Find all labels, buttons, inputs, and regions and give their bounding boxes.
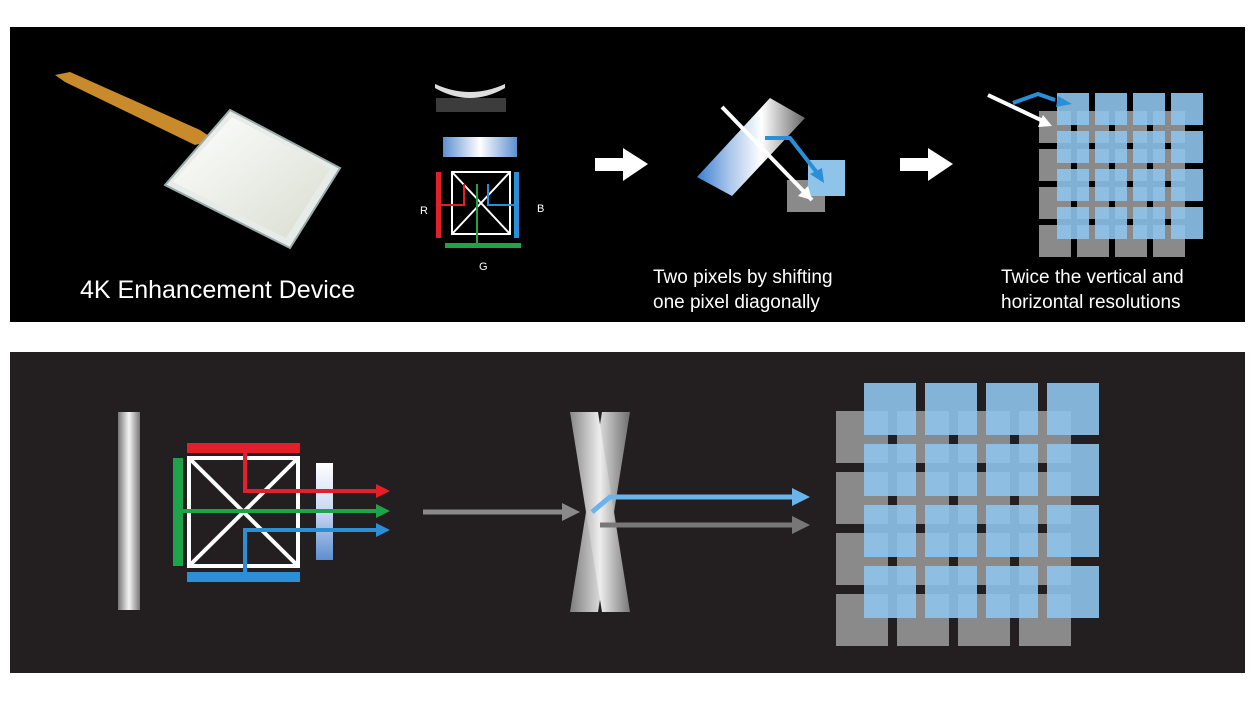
blue-pixel: [986, 505, 1038, 557]
blue-pixel: [1057, 131, 1089, 163]
prism-label-red: R: [420, 205, 428, 217]
blue-pixel: [1095, 93, 1127, 125]
blue-pixel: [1047, 505, 1099, 557]
blue-pixel: [1133, 169, 1165, 201]
resolution-grid-bottom: [836, 383, 1099, 646]
prism-label-green: G: [479, 261, 488, 273]
blue-pixel: [986, 444, 1038, 496]
lens-element: [118, 412, 140, 610]
step3-caption-line2: horizontal resolutions: [1001, 292, 1181, 313]
blue-pixel: [925, 444, 977, 496]
blue-pixel: [1047, 444, 1099, 496]
arrow-right-icon: [595, 148, 648, 181]
blue-pixel: [1047, 566, 1099, 618]
blue-pixel: [864, 383, 916, 435]
blue-pixel: [925, 383, 977, 435]
blue-pixel: [1171, 169, 1203, 201]
blue-pixel: [1095, 169, 1127, 201]
blue-pixel: [1171, 131, 1203, 163]
blue-pixel: [1057, 93, 1089, 125]
prism-label-blue: B: [537, 203, 544, 215]
resolution-grid-top: [1039, 93, 1203, 257]
blue-pixel: [864, 444, 916, 496]
gray-arrow-icon: [423, 503, 580, 521]
blue-pixel: [864, 505, 916, 557]
touch-device-illustration: [55, 72, 342, 250]
blue-pixel: [1057, 169, 1089, 201]
blue-pixel: [1095, 207, 1127, 239]
resolution-arrows: [987, 91, 1072, 127]
device-label: 4K Enhancement Device: [80, 276, 355, 304]
pixel-shift-illustration: [697, 98, 845, 212]
step2-caption-line2: one pixel diagonally: [653, 292, 820, 313]
blue-pixel: [1095, 131, 1127, 163]
step2-caption-line1: Two pixels by shifting: [653, 267, 833, 288]
blue-pixel: [925, 505, 977, 557]
blue-pixel: [986, 566, 1038, 618]
blue-pixel: [1133, 207, 1165, 239]
blue-pixel: [1047, 383, 1099, 435]
blue-pixel: [864, 566, 916, 618]
top-panel: R B G 4K Enhancement Dev: [10, 27, 1245, 322]
blue-pixel: [1171, 207, 1203, 239]
shift-plates-illustration: [570, 412, 810, 612]
prism-illustration: [173, 443, 390, 582]
blue-pixel: [1171, 93, 1203, 125]
blue-pixel: [925, 566, 977, 618]
blue-pixel: [986, 383, 1038, 435]
arrow-right-icon: [900, 148, 953, 181]
blue-pixel: [1133, 131, 1165, 163]
bottom-panel: [10, 352, 1245, 673]
step3-caption-line1: Twice the vertical and: [1001, 267, 1184, 288]
optics-illustration: R B G: [420, 84, 544, 273]
blue-pixel: [1057, 207, 1089, 239]
blue-pixel: [1133, 93, 1165, 125]
